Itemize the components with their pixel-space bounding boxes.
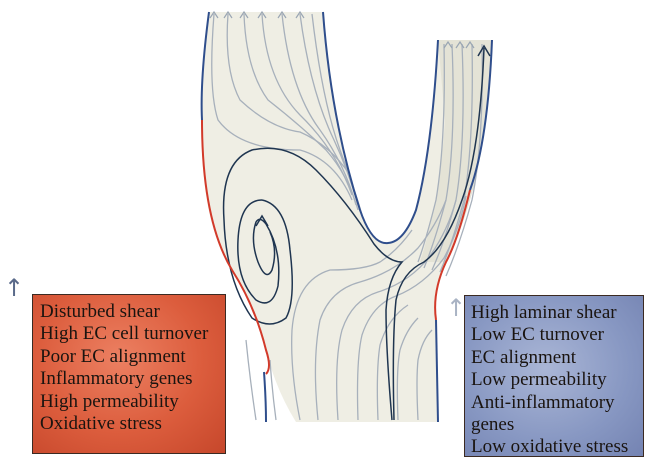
panel-item: Disturbed shear — [40, 301, 219, 323]
outer-wall-left-lower — [264, 372, 266, 422]
panel-item: genes — [471, 414, 637, 436]
panel-item: High laminar shear — [471, 302, 637, 324]
panel-item: Oxidative stress — [40, 413, 219, 435]
panel-item: Low permeability — [471, 369, 637, 391]
laminar-shear-panel: High laminar shear Low EC turnover EC al… — [464, 295, 644, 457]
increase-arrow-icon: ↑ — [4, 276, 24, 300]
panel-item: EC alignment — [471, 347, 637, 369]
panel-item: High permeability — [40, 391, 219, 413]
panel-item: Poor EC alignment — [40, 346, 219, 368]
disturbed-shear-panel: Disturbed shear High EC cell turnover Po… — [32, 294, 226, 454]
panel-item: Low EC turnover — [471, 324, 637, 346]
panel-item: Inflammatory genes — [40, 368, 219, 390]
panel-item: High EC cell turnover — [40, 323, 219, 345]
panel-item: Anti-inflammatory — [471, 392, 637, 414]
panel-item: Low oxidative stress — [471, 436, 637, 458]
streamline — [246, 340, 256, 420]
